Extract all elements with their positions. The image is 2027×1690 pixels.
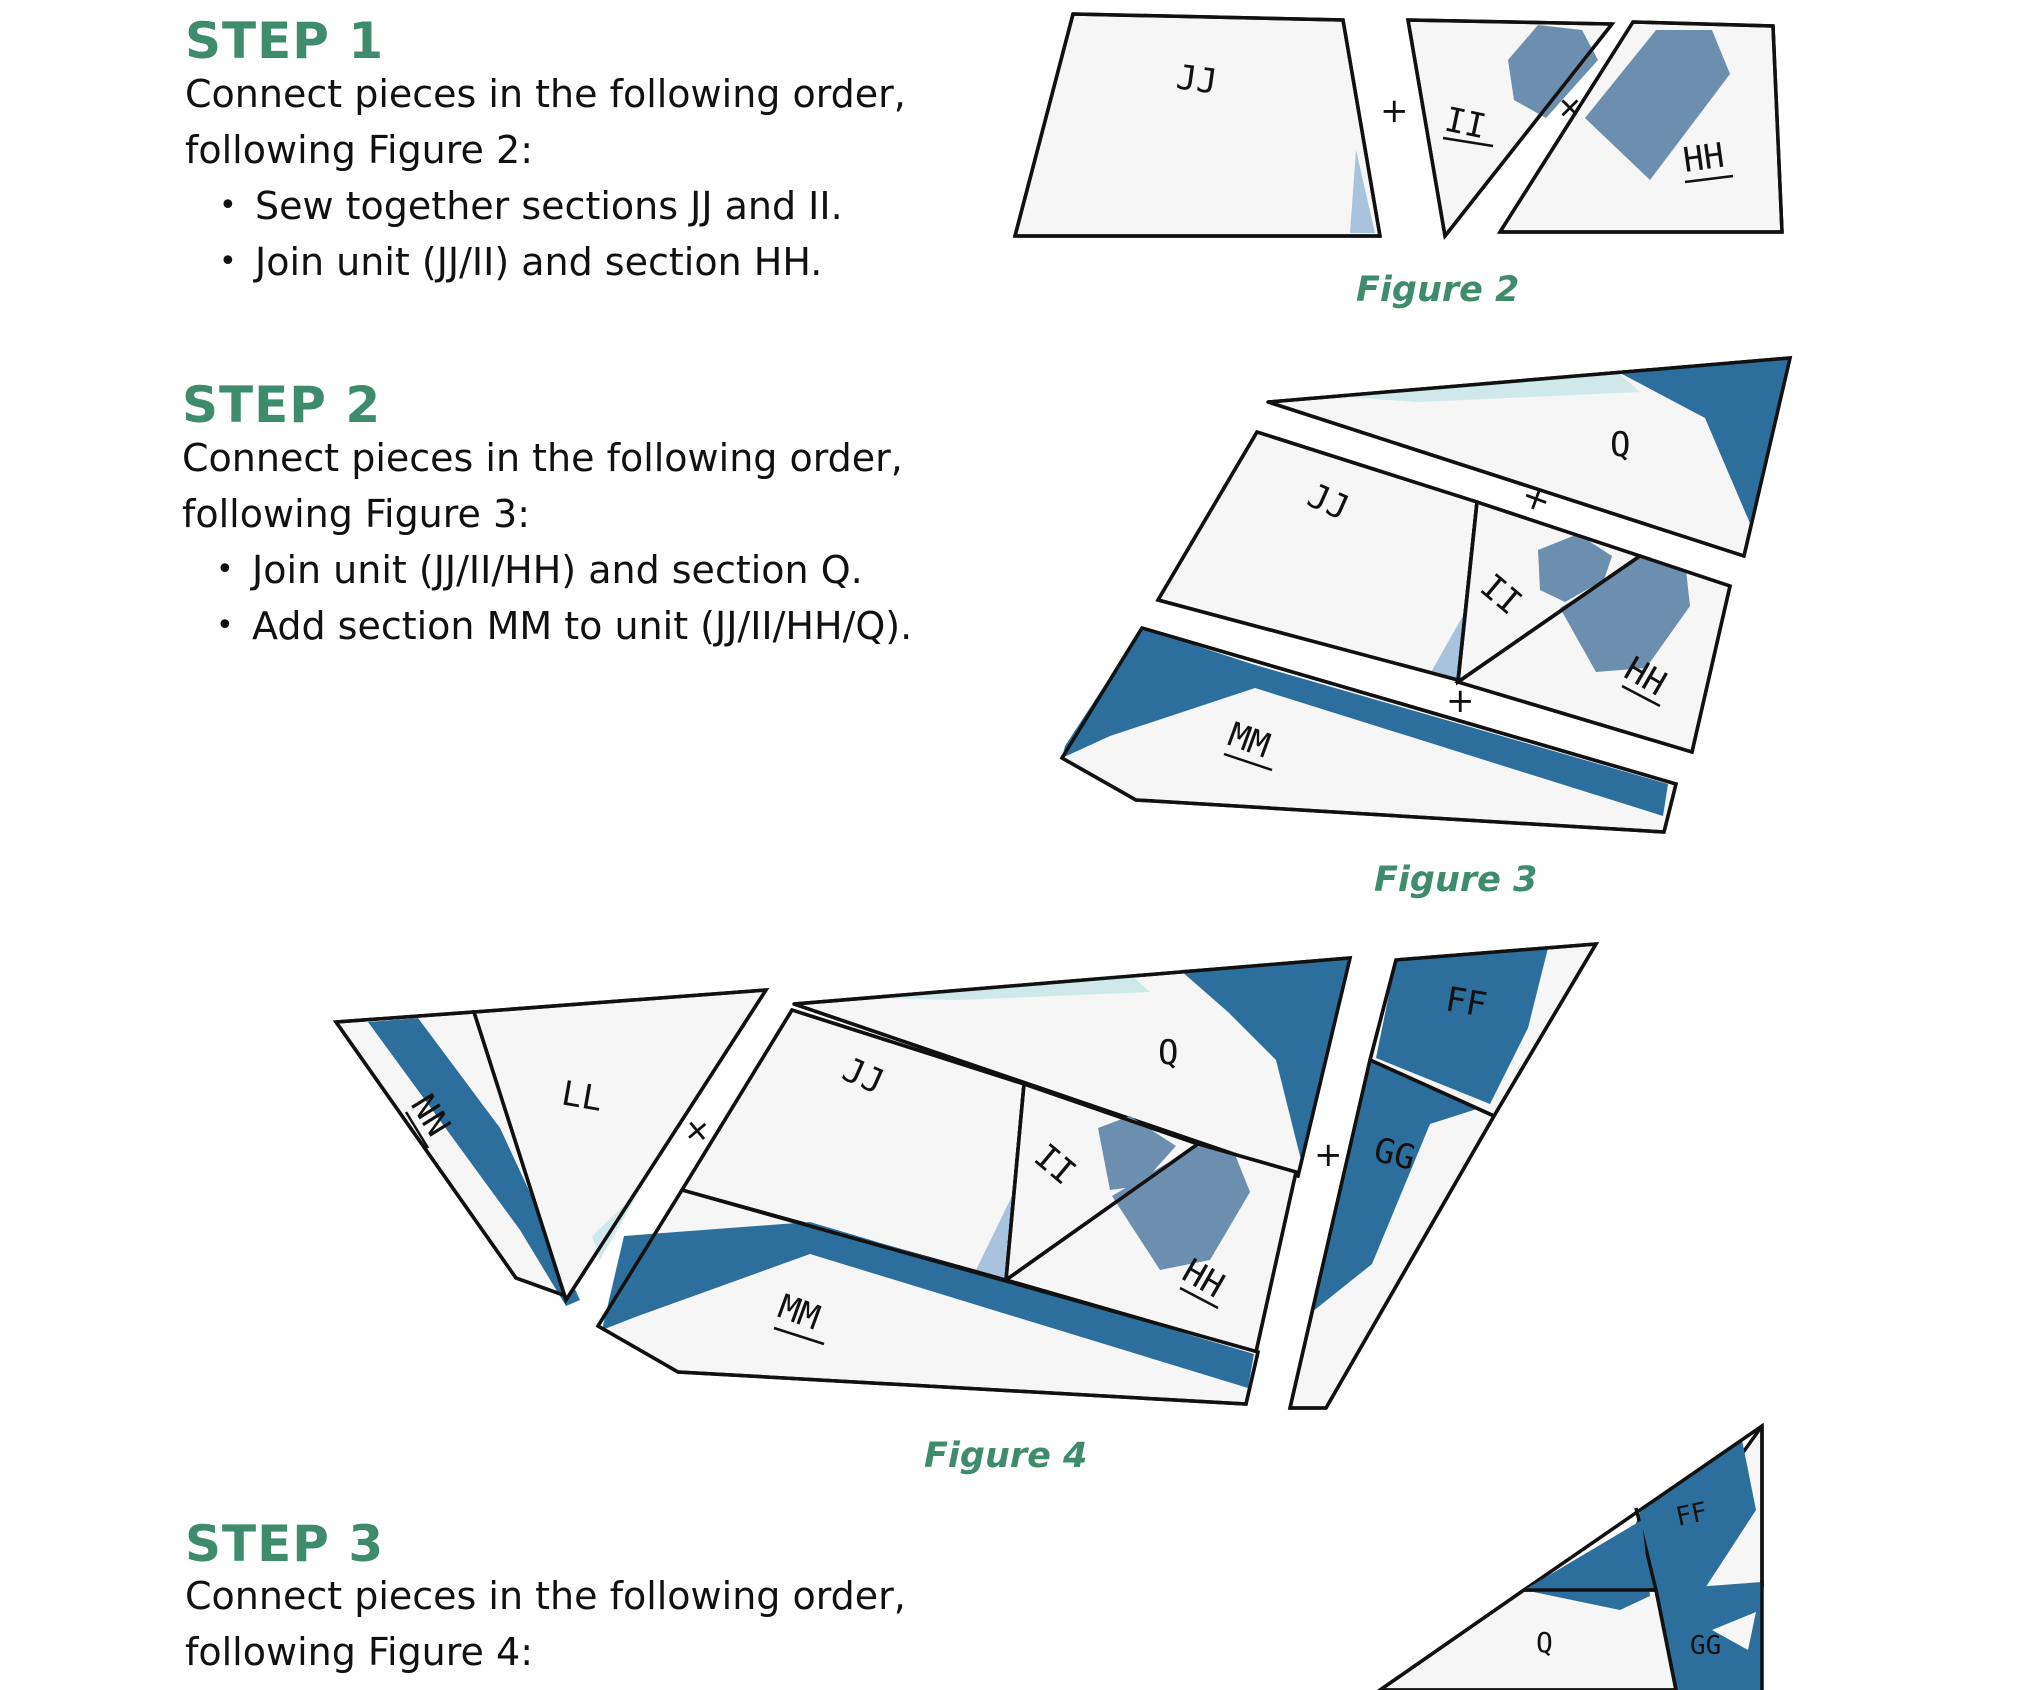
figure-2-caption: Figure 2: [1356, 270, 1520, 310]
figure-4-section-nn: NN: [332, 1010, 580, 1306]
figure-3-label-mm: MM: [1223, 715, 1275, 767]
figure-2-label-jj: JJ: [1174, 57, 1220, 102]
figure-4-section-gg: GG: [1287, 1057, 1497, 1410]
figure-4-plus-1: +: [673, 1107, 722, 1155]
figure-4-label-ff: FF: [1442, 979, 1489, 1026]
step-1-instructions: Connect pieces in the following order, f…: [185, 66, 906, 290]
step-2-bullet-1: Join unit (JJ/II/HH) and section Q.: [216, 542, 912, 598]
figure-3-plus-1: +: [1516, 475, 1556, 522]
step-1-bullet-1: Sew together sections JJ and II.: [219, 178, 906, 234]
figure-3-label-q: Q: [1610, 425, 1630, 465]
figure-3-section-q: Q: [1266, 356, 1793, 559]
step-1-bullet-2: Join unit (JJ/II) and section HH.: [219, 234, 906, 290]
step-1-title: STEP 1: [185, 12, 385, 70]
step-1-intro-line-1: Connect pieces in the following order,: [185, 72, 906, 116]
step-2-bullet-2: Add section MM to unit (JJ/II/HH/Q).: [216, 598, 912, 654]
figure-4-label-nn: NN: [402, 1088, 458, 1144]
figure-4-section-ff: FF: [1367, 941, 1600, 1119]
figure-4-label-q: Q: [1158, 1033, 1178, 1073]
figure-5-label-q: Q: [1536, 1626, 1553, 1659]
figure-3-caption: Figure 3: [1374, 860, 1538, 900]
figure-3-section-hh: HH: [1454, 554, 1733, 755]
figure-2-plus-2: +: [1545, 83, 1593, 131]
step-2-title: STEP 2: [182, 376, 382, 434]
step-2-intro-line-1: Connect pieces in the following order,: [182, 436, 903, 480]
step-2-bullet-list: Join unit (JJ/II/HH) and section Q. Add …: [182, 542, 912, 654]
step-3-intro-line-1: Connect pieces in the following order,: [185, 1574, 906, 1618]
figure-4-caption: Figure 4: [924, 1436, 1088, 1476]
figure-4-section-q: Q: [792, 956, 1353, 1179]
figure-4-label-mm: MM: [773, 1287, 825, 1339]
figure-4-section-ii: II: [1003, 1081, 1202, 1284]
figure-4-section-mm: MM: [595, 1187, 1261, 1406]
figure-2-label-ii: II: [1441, 100, 1489, 148]
figure-5-section-ff: FF: [1518, 1422, 1764, 1598]
figure-3-label-jj: JJ: [1301, 476, 1355, 529]
figure-3-label-hh: HH: [1618, 649, 1673, 704]
figure-3-section-jj: JJ: [1155, 429, 1479, 683]
figure-5-label-gg: GG: [1690, 1631, 1721, 1661]
figure-2-label-hh: HH: [1681, 136, 1727, 181]
figure-5-section-q: Q: [1376, 1520, 1678, 1690]
figure-2-section-hh: HH: [1496, 20, 1784, 234]
step-1-bullet-list: Sew together sections JJ and II. Join un…: [185, 178, 906, 290]
figure-4-label-ll: LL: [558, 1073, 605, 1120]
figure-2-section-jj: JJ: [1012, 12, 1383, 238]
figure-3-section-ii: II: [1455, 499, 1644, 686]
step-1-intro-line-2: following Figure 2:: [185, 128, 533, 172]
figure-4-label-gg: GG: [1370, 1130, 1419, 1179]
figure-5-section-gg: GG: [1656, 1580, 1764, 1690]
figure-4-plus-2: +: [1314, 1135, 1343, 1175]
figure-2-plus-1: +: [1380, 91, 1409, 131]
figure-4-section-hh: HH: [1002, 1142, 1299, 1355]
step-3-instructions: Connect pieces in the following order, f…: [185, 1568, 906, 1680]
step-2-intro-line-2: following Figure 3:: [182, 492, 530, 536]
figure-4-section-ll: LL: [471, 987, 770, 1305]
figure-4-section-jj: JJ: [679, 1007, 1026, 1283]
figure-3-section-mm: MM: [1059, 625, 1679, 834]
figure-3-label-ii: II: [1472, 566, 1529, 623]
figure-3-plus-2: +: [1446, 681, 1475, 721]
step-3-title: STEP 3: [185, 1515, 385, 1573]
figure-4-label-hh: HH: [1176, 1251, 1231, 1306]
figure-5-label-ff: FF: [1673, 1497, 1710, 1533]
step-2-instructions: Connect pieces in the following order, f…: [182, 430, 912, 654]
figure-2-section-ii: II: [1405, 18, 1616, 241]
figure-4-label-ii: II: [1026, 1136, 1083, 1193]
figure-4-label-jj: JJ: [836, 1050, 890, 1103]
step-3-intro-line-2: following Figure 4:: [185, 1630, 533, 1674]
